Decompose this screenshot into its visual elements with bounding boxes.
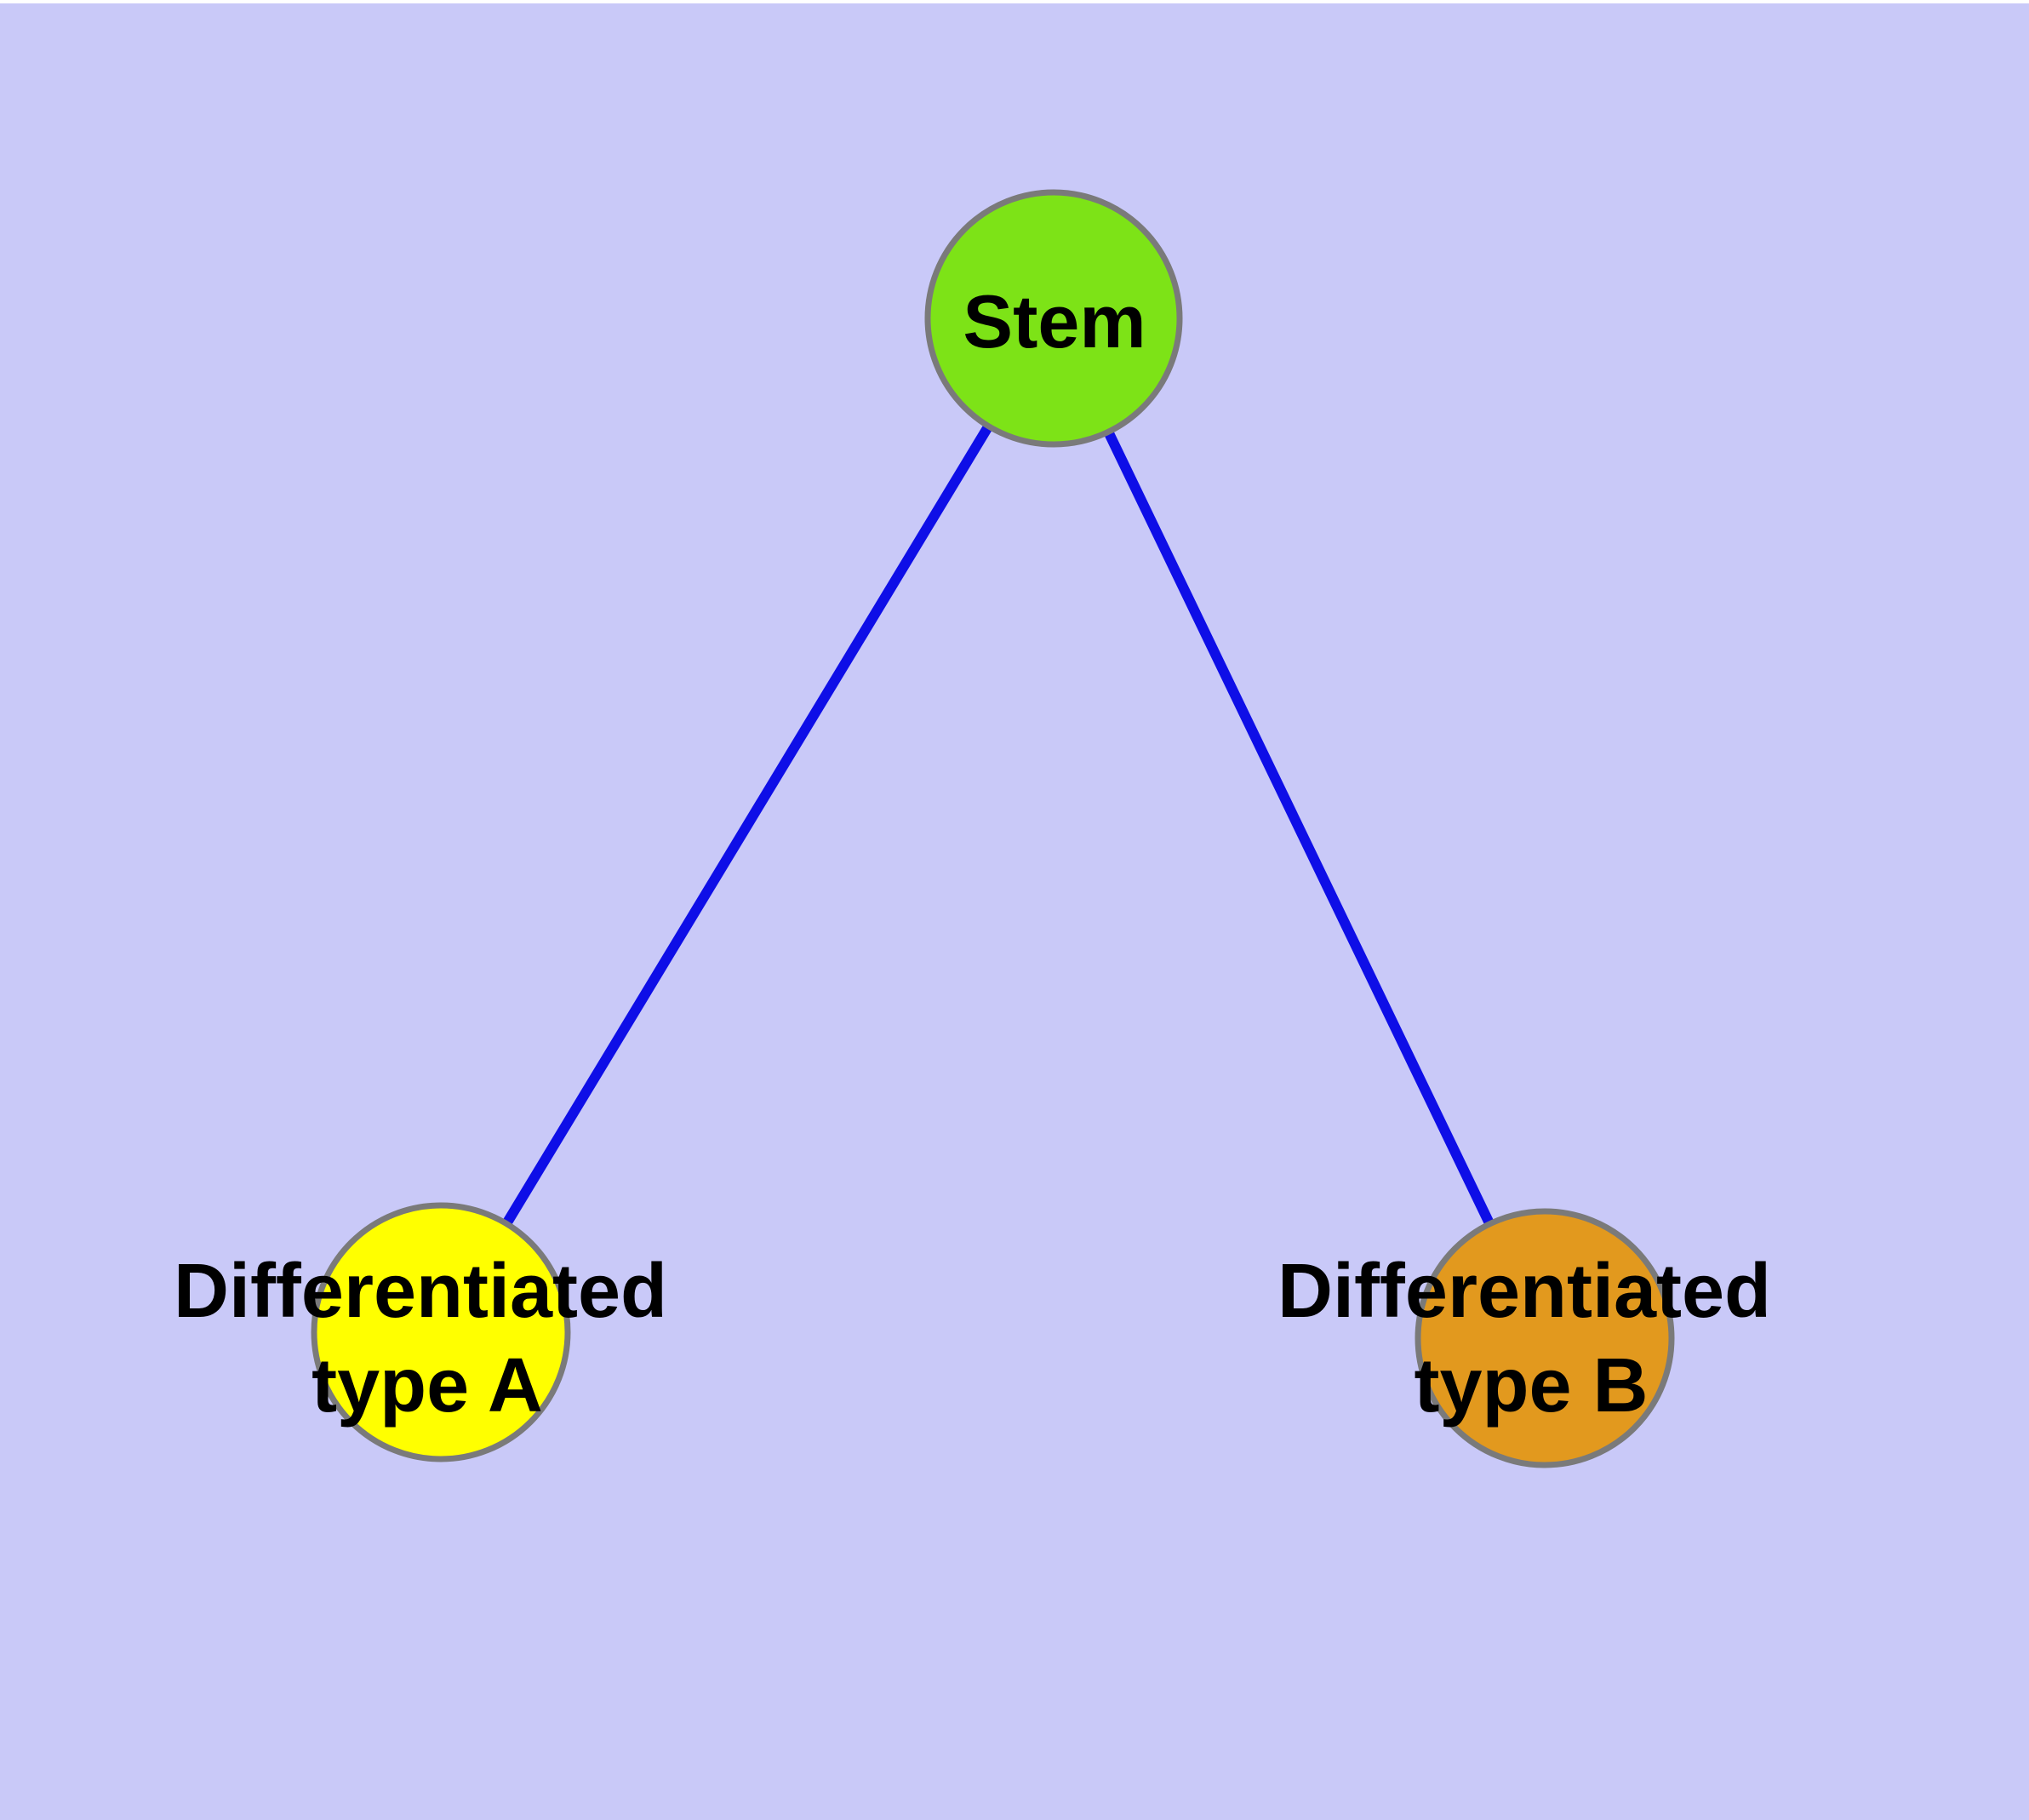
node-differentiated-type-a — [311, 1202, 571, 1462]
edge-stem-to-type-b — [1049, 316, 1550, 1341]
node-type-b-label-line2: type B — [1414, 1343, 1648, 1428]
node-stem-label: Stem — [963, 279, 1146, 363]
node-type-a-label-line2: type A — [311, 1343, 543, 1428]
edge-stem-to-type-a — [436, 315, 1059, 1336]
node-type-a-label-line1: Differentiated — [174, 1249, 667, 1334]
node-type-b-label-line1: Differentiated — [1277, 1249, 1771, 1334]
node-differentiated-type-b — [1415, 1208, 1675, 1468]
node-stem — [924, 189, 1183, 448]
